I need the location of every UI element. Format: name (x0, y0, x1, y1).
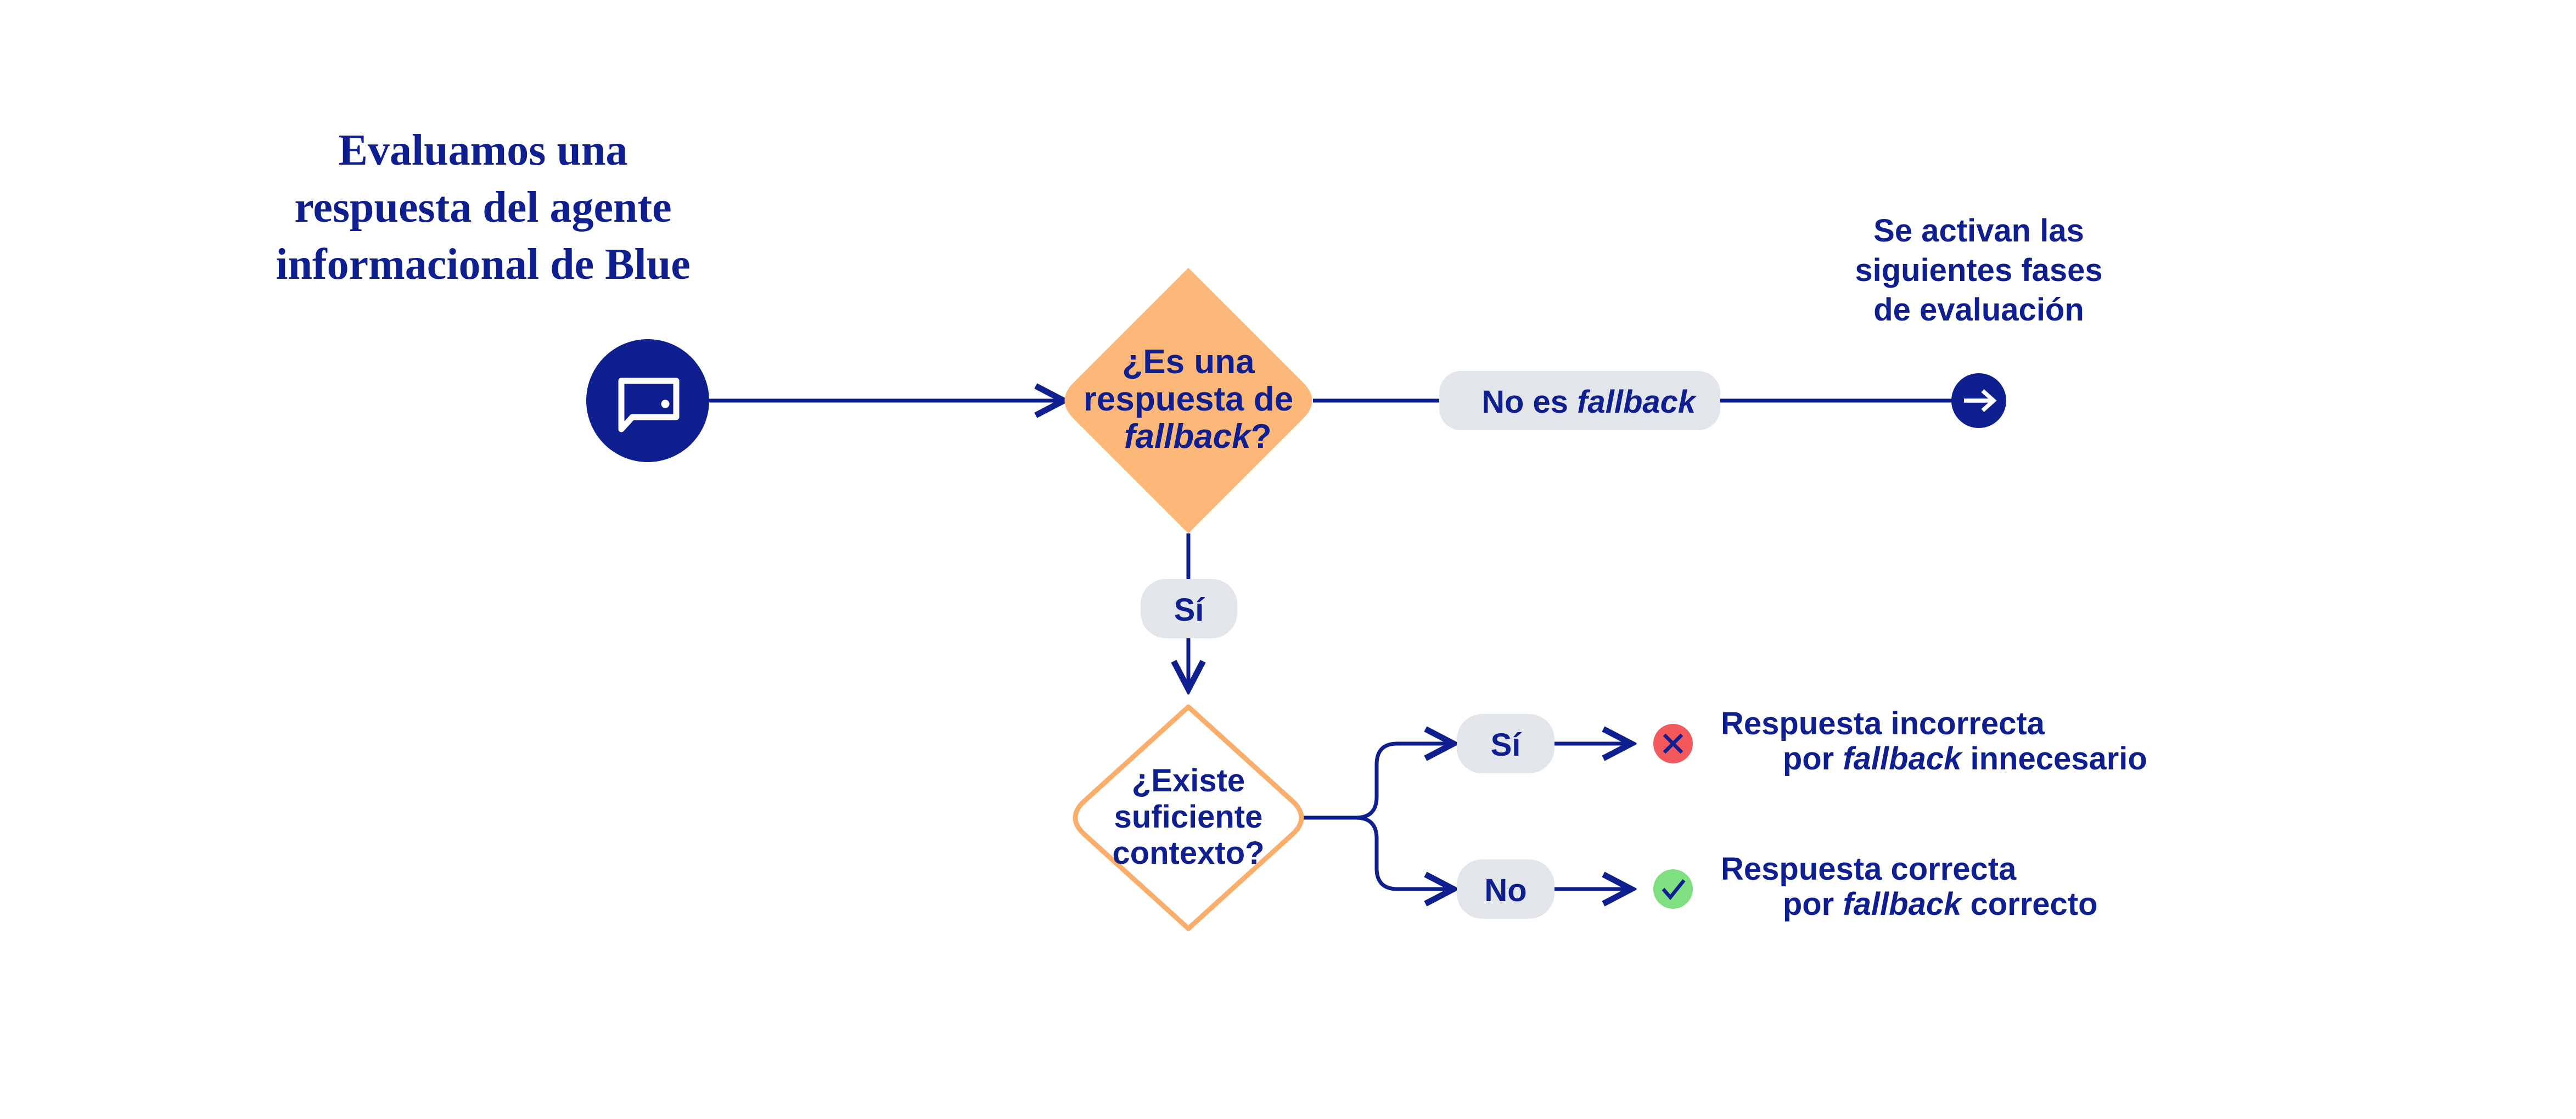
decision-is-fallback-shape[interactable] (1064, 268, 1312, 533)
page-title-line-1: Evaluamos una (339, 126, 628, 175)
check-glyph (1662, 879, 1686, 901)
edge-decision2-to-si-branch (1355, 744, 1453, 820)
si-pill-bg[interactable] (1141, 579, 1237, 638)
no-es-fallback-pill-bg[interactable] (1439, 371, 1720, 430)
decision-is-fallback-line-2: respuesta de (1084, 380, 1294, 418)
next-phases-note-line-1: Se activan las (1873, 213, 2084, 249)
check-circle-icon (1653, 869, 1693, 909)
decision-is-fallback-question-mark: ? (1251, 418, 1272, 456)
decision-is-fallback[interactable]: ¿Es una respuesta de fallback? (1058, 268, 1319, 533)
decision-enough-context-line-3: contexto? (1112, 835, 1264, 871)
page-title: Evaluamos una respuesta del agente infor… (276, 126, 691, 289)
outcome-correct-line-2: por fallback correcto (1721, 886, 2142, 922)
no-branch-pill-bg[interactable] (1457, 859, 1554, 919)
outcome-correct: Respuesta correcta por fallback correcto (1653, 851, 2142, 922)
si-branch-pill-bg[interactable] (1457, 714, 1554, 773)
edge-label-no-branch[interactable]: No (1457, 859, 1554, 919)
outcome-incorrect-line-1: Respuesta incorrecta (1721, 706, 2045, 741)
outcome-correct-prefix: por (1783, 886, 1843, 922)
no-branch-pill-label: No (1484, 873, 1526, 908)
no-es-fallback-pill-label: No es fallback (1419, 384, 1739, 420)
edge-decision2-to-no-branch (1355, 816, 1453, 889)
chat-start-circle[interactable] (586, 339, 709, 462)
outcome-correct-italic-term: fallback (1843, 886, 1963, 922)
chat-start-node[interactable] (586, 339, 709, 462)
next-phases-note-line-3: de evaluación (1873, 292, 2084, 328)
si-branch-pill-label: Sí (1491, 727, 1522, 763)
outcome-correct-line-1: Respuesta correcta (1721, 851, 2017, 887)
decision-enough-context[interactable]: ¿Existe suficiente contexto? (1073, 704, 1304, 931)
end-arrow-node[interactable] (1951, 373, 2006, 428)
decision-is-fallback-line-1: ¿Es una (1122, 343, 1255, 381)
outcome-correct-suffix: correcto (1961, 886, 2097, 922)
outcome-incorrect-suffix: innecesario (1961, 741, 2147, 777)
decision-is-fallback-line-3: fallback? (1058, 418, 1319, 456)
outcome-incorrect-prefix: por (1783, 741, 1843, 777)
check-circle-bg (1653, 869, 1693, 909)
next-phases-note-line-2: siguientes fases (1855, 252, 2102, 288)
cross-glyph (1663, 733, 1683, 754)
chat-bubble-icon (618, 378, 680, 432)
decision-enough-context-line-2: suficiente (1114, 799, 1263, 835)
arrow-right-icon (1964, 389, 1997, 412)
no-es-fallback-prefix: No es (1481, 384, 1577, 420)
si-pill-label: Sí (1174, 592, 1205, 628)
page-title-line-2: respuesta del agente (294, 183, 671, 232)
cross-circle-icon (1653, 724, 1693, 763)
decision-enough-context-shape[interactable] (1073, 704, 1304, 931)
no-es-fallback-italic-term: fallback (1577, 384, 1697, 420)
decision-enough-context-line-1: ¿Existe (1132, 763, 1245, 799)
decision-is-fallback-italic-term: fallback (1124, 418, 1253, 456)
outcome-incorrect-line-2: por fallback innecesario (1721, 741, 2191, 777)
edge-label-si[interactable]: Sí (1141, 579, 1237, 638)
outcome-incorrect-italic-term: fallback (1843, 741, 1963, 777)
edge-label-no-es-fallback[interactable]: No es fallback (1419, 371, 1739, 430)
edge-label-si-branch[interactable]: Sí (1457, 714, 1554, 773)
page-title-line-3: informacional de Blue (276, 240, 691, 289)
next-phases-note: Se activan las siguientes fases de evalu… (1855, 213, 2102, 328)
outcome-incorrect: Respuesta incorrecta por fallback innece… (1653, 706, 2191, 777)
